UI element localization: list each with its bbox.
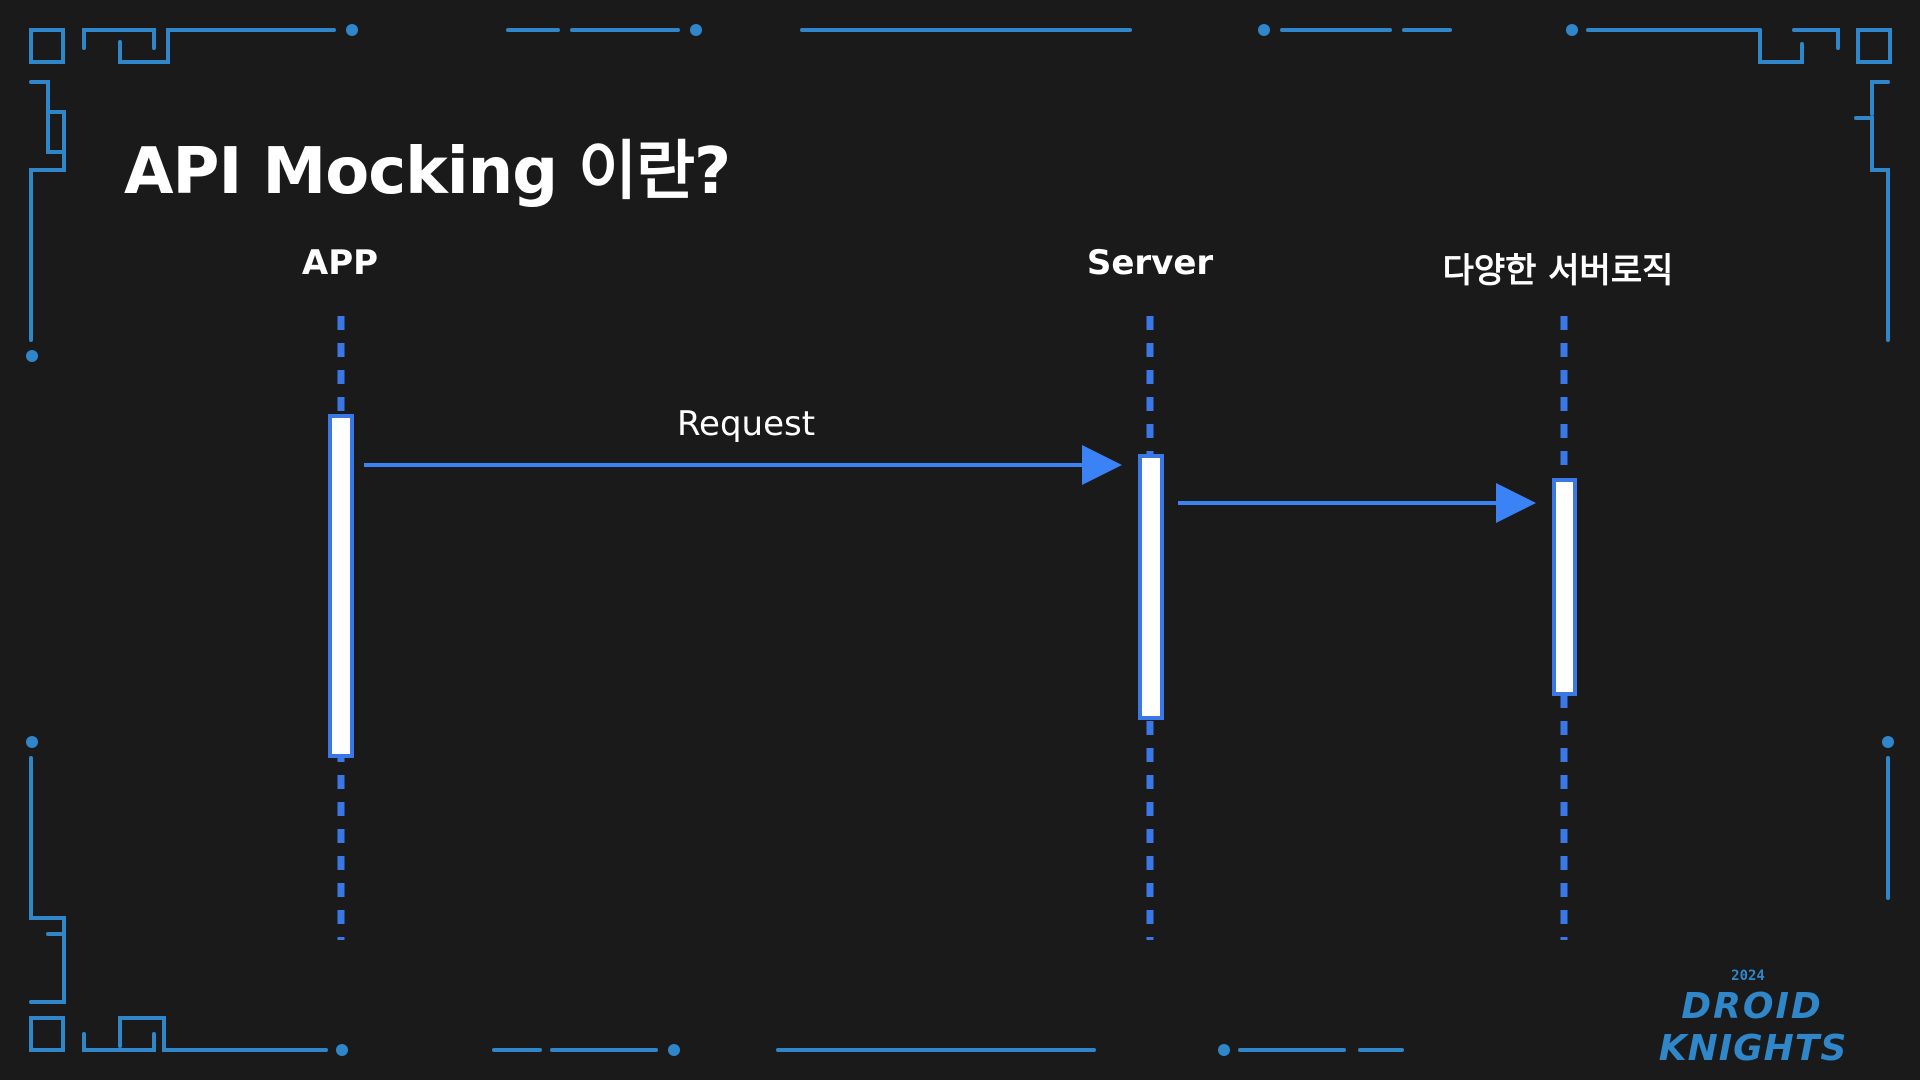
lane-label-server: Server <box>1086 243 1214 283</box>
logo-line-2: KNIGHTS <box>1659 1028 1848 1068</box>
activation-app <box>328 414 354 758</box>
slide-title: API Mocking 이란? <box>124 135 731 209</box>
logo-line-1: DROID <box>1681 986 1822 1027</box>
droidknights-logo: 2024 DROID KNIGHTS <box>1659 968 1848 1068</box>
lane-label-app: APP <box>301 243 379 283</box>
activation-server <box>1138 454 1164 720</box>
activation-server-logic <box>1552 478 1577 696</box>
request-label: Request <box>676 404 816 444</box>
lane-label-server-logic: 다양한 서버로직 <box>1442 251 1674 291</box>
logo-year: 2024 <box>1731 968 1765 984</box>
